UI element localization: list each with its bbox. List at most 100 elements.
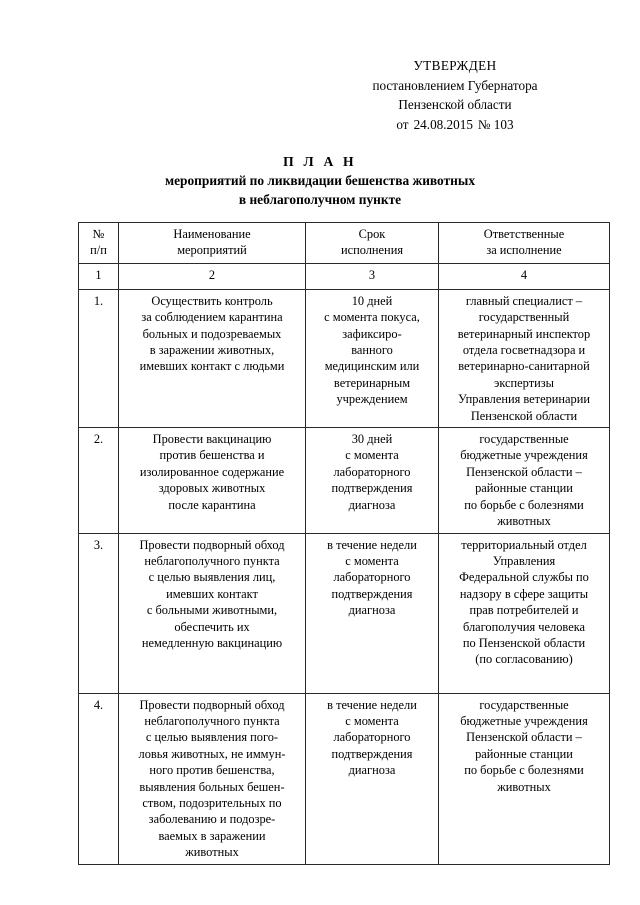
cell-text-line: территориальный отдел — [461, 537, 587, 552]
cell-text-line: больных и подозреваемых — [142, 326, 282, 341]
cell-text-line: государственный — [478, 310, 570, 325]
cell-text-line: с больными животными, — [146, 603, 278, 618]
cell-text-line: ветеринарным — [333, 375, 411, 390]
column-header-name: Наименование мероприятий — [118, 222, 306, 264]
cell-text-line: прав потребителей и — [469, 603, 579, 618]
cell-text-line: с момента — [345, 448, 399, 463]
column-header-term-line-2: исполнения — [340, 243, 404, 258]
plan-subtitle-line-2: в неблагополучном пункте — [238, 192, 402, 207]
cell-text-line: ного против бешенства, — [149, 763, 275, 778]
cell-text-line: лабораторного — [333, 730, 411, 745]
cell-text-line: обеспечить их — [174, 619, 250, 634]
cell-text-line: Управления — [492, 553, 556, 568]
cell-text-line: Пензенской области – — [466, 730, 582, 745]
cell-text-line: с момента покуса, — [324, 310, 420, 325]
cell-text-line: диагноза — [348, 603, 396, 618]
cell-text-line: Провести подворный обход — [139, 697, 285, 712]
cell-text-line: отдела госветнадзора и — [462, 343, 586, 358]
plan-heading: П Л А Н — [283, 154, 357, 169]
cell-text-line: учреждением — [336, 392, 408, 407]
cell-text-line: с момента — [345, 713, 399, 728]
row-index: 2. — [78, 427, 119, 534]
cell-text-line: Осуществить контроль — [151, 293, 273, 308]
column-number-3: 3 — [305, 262, 439, 290]
cell-text-line: Провести вакцинацию — [152, 432, 272, 447]
cell-text-line: Федеральной службы по — [459, 570, 589, 585]
cell-text-line: ветеринарный инспектор — [457, 326, 591, 341]
cell-text-line: диагноза — [348, 763, 396, 778]
plan-table: № п/п Наименование мероприятий Срок испо… — [78, 222, 610, 865]
cell-text-line: лабораторного — [333, 570, 411, 585]
column-header-number-line-1: № — [92, 227, 105, 241]
cell-text-line: лабораторного — [333, 464, 411, 479]
cell-text-line: в течение недели — [327, 697, 417, 712]
cell-text-line: немедленную вакцинацию — [141, 635, 283, 650]
cell-text-line: надзору в сфере защиты — [459, 586, 589, 601]
cell-text-line: после карантина — [168, 497, 256, 512]
column-header-responsible-line-1: Ответственные — [483, 227, 565, 241]
cell-text-line: Провести подворный обход — [139, 537, 285, 552]
cell-text-line: с целью выявления лиц, — [148, 570, 276, 585]
cell-text-line: 30 дней — [351, 432, 393, 447]
cell-text-line: Пензенской области – — [466, 464, 582, 479]
row-measure-name: Осуществить контроль за соблюдением каран… — [118, 288, 306, 429]
cell-text-line: против бешенства и — [159, 448, 265, 463]
approval-title: УТВЕРЖДЕН — [413, 58, 497, 73]
cell-text-line: животных — [497, 514, 551, 529]
column-number-4: 4 — [438, 262, 610, 290]
approval-authority-line: постановлением Губернатора — [372, 77, 538, 93]
cell-text-line: имевших контакт с людьми — [139, 359, 285, 374]
column-number-2: 2 — [118, 262, 306, 290]
approval-region-line: Пензенской области — [398, 97, 512, 112]
cell-text-line: ством, подозрительных по — [142, 795, 282, 810]
row-index: 4. — [78, 692, 119, 865]
cell-text-line: здоровых животных — [158, 481, 266, 496]
cell-text-line: животных — [497, 779, 551, 794]
cell-text-line: главный специалист – — [465, 293, 583, 308]
cell-text-line: животных — [185, 845, 239, 860]
cell-text-line: государственные — [479, 697, 569, 712]
cell-text-line: в заражении животных, — [149, 343, 275, 358]
column-header-number: № п/п — [78, 222, 119, 264]
column-header-number-line-2: п/п — [90, 243, 107, 258]
cell-text-line: бюджетные учреждения — [460, 713, 588, 728]
cell-text-line: по Пензенской области — [462, 635, 586, 650]
cell-text-line: выявления больных бешен- — [139, 779, 285, 794]
cell-text-line: с момента — [345, 553, 399, 568]
column-header-term: Срок исполнения — [305, 222, 439, 264]
column-header-responsible: Ответственные за исполнение — [438, 222, 610, 264]
cell-text-line: государственные — [479, 432, 569, 447]
approval-block: УТВЕРЖДЕН постановлением Губернатора Пен… — [330, 56, 580, 134]
cell-text-line: районные станции — [475, 481, 573, 496]
column-number-row: 1 2 3 4 — [78, 262, 610, 290]
table-header: № п/п Наименование мероприятий Срок испо… — [78, 222, 610, 290]
approval-date-value: 24.08.2015 — [413, 116, 473, 132]
cell-text-line: ловья животных, не иммун- — [138, 746, 286, 761]
cell-text-line: неблагополучного пункта — [144, 553, 280, 568]
approval-date-prefix: от — [396, 116, 409, 132]
cell-text-line: по борьбе с болезнями — [464, 763, 584, 778]
cell-text-line: изолированное содержание — [139, 464, 285, 479]
cell-text-line: имевших контакт — [166, 586, 258, 601]
cell-text-line: Пензенской области — [470, 408, 578, 423]
cell-text-line: неблагополучного пункта — [144, 713, 280, 728]
cell-text-line: подтверждения — [331, 586, 413, 601]
cell-text-line: районные станции — [475, 746, 573, 761]
cell-text-line: по борьбе с болезнями — [464, 497, 584, 512]
cell-text-line: ванного — [351, 343, 393, 358]
cell-text-line: за соблюдением карантина — [141, 310, 283, 325]
column-header-term-line-1: Срок — [358, 227, 386, 241]
cell-text-line: зафиксиро- — [342, 326, 402, 341]
cell-text-line: (по согласованию) — [475, 652, 573, 667]
page-title: П Л А Н мероприятий по ликвидации бешенс… — [0, 152, 640, 209]
